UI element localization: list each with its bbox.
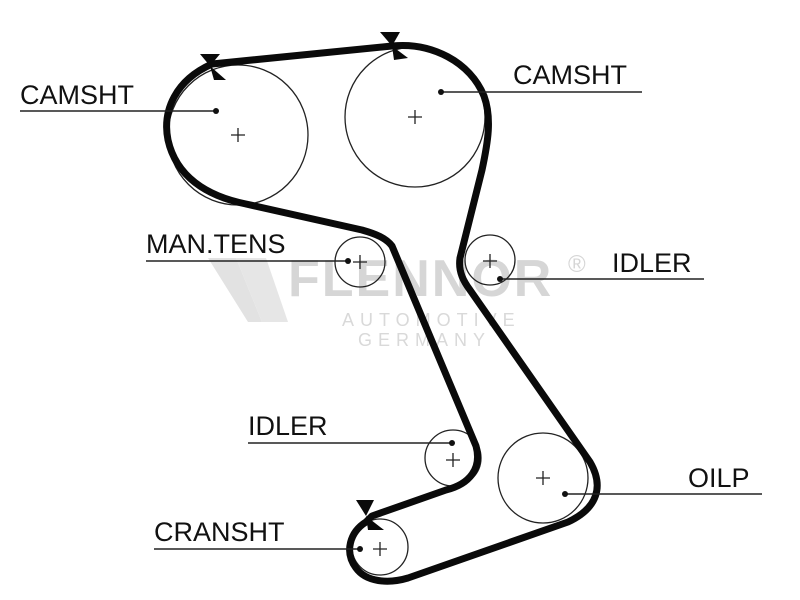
- watermark-line1: AUTOMOTIVE: [342, 310, 521, 330]
- callout-camshaft-left: CAMSHT: [20, 80, 219, 114]
- callout-crankshaft: CRANSHT: [154, 517, 363, 552]
- leader-dot: [357, 546, 363, 552]
- timing-belt: [163, 42, 601, 585]
- callout-oil-pump: OILP: [562, 463, 762, 497]
- leader-dot: [497, 276, 503, 282]
- callout-idler-lower: IDLER: [248, 411, 455, 446]
- label-idler-lower: IDLER: [248, 411, 328, 441]
- center-cross-icon: [536, 471, 550, 485]
- label-crankshaft: CRANSHT: [154, 517, 285, 547]
- watermark-logo-icon: [236, 258, 288, 322]
- timing-arrow-icon: [356, 500, 374, 516]
- timing-mark-crankshaft: [356, 500, 384, 530]
- watermark-registered-icon: ®: [568, 251, 586, 278]
- center-cross-icon: [353, 255, 367, 269]
- leader-dot: [438, 89, 444, 95]
- timing-arrow-icon: [380, 32, 400, 46]
- label-idler-upper: IDLER: [612, 248, 692, 278]
- leader-dot: [562, 491, 568, 497]
- center-cross-icon: [231, 128, 245, 142]
- label-camshaft-right: CAMSHT: [513, 60, 627, 90]
- center-cross-icon: [483, 254, 497, 268]
- center-cross-icon: [408, 110, 422, 124]
- label-manual-tensioner: MAN.TENS: [146, 229, 286, 259]
- leader-dot: [213, 108, 219, 114]
- leader-dot: [449, 440, 455, 446]
- pulley-oil-pump: [497, 432, 589, 524]
- center-cross-icon: [446, 453, 460, 467]
- callout-camshaft-right: CAMSHT: [438, 60, 642, 95]
- center-cross-icon: [373, 542, 387, 556]
- callout-manual-tensioner: MAN.TENS: [146, 229, 351, 264]
- timing-mark-camshaft-right: [380, 32, 408, 60]
- timing-arrow-icon: [392, 46, 408, 60]
- timing-arrow-icon: [366, 516, 384, 530]
- leader-dot: [345, 258, 351, 264]
- pulley-camshaft-left: [167, 64, 309, 206]
- pulley-manual-tensioner: [334, 236, 386, 288]
- callout-idler-upper: IDLER: [497, 248, 704, 282]
- pulley-outline: [497, 432, 589, 524]
- pulley-outline: [464, 234, 516, 286]
- pulley-outline: [334, 236, 386, 288]
- label-camshaft-left: CAMSHT: [20, 80, 134, 110]
- timing-mark-camshaft-left: [200, 54, 226, 80]
- watermark-line2: GERMANY: [358, 330, 491, 350]
- label-oil-pump: OILP: [688, 463, 750, 493]
- timing-arrow-icon: [210, 66, 226, 80]
- watermark-logo-icon: [208, 258, 262, 322]
- timing-arrow-icon: [200, 54, 220, 66]
- pulley-idler-upper: [464, 234, 516, 286]
